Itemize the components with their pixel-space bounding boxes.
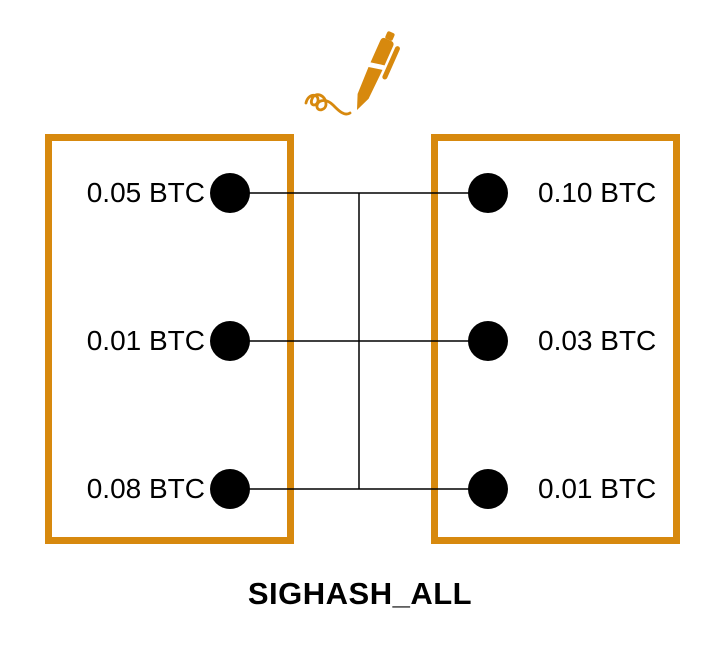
amount-label: 0.01 BTC: [538, 473, 657, 504]
amount-label: 0.03 BTC: [538, 325, 657, 356]
amount-label: 0.08 BTC: [86, 473, 205, 504]
amount-label: 0.05 BTC: [86, 177, 205, 208]
pen-upper-body: [370, 37, 394, 66]
pen-signature-icon: [304, 31, 400, 116]
right-dots: [468, 173, 508, 509]
amount-label: 0.01 BTC: [86, 325, 205, 356]
pen-clip: [382, 46, 400, 80]
amount-label: 0.10 BTC: [538, 177, 657, 208]
dot: [210, 321, 250, 361]
pen-button: [385, 31, 395, 41]
signature-squiggle-icon: [304, 93, 352, 116]
connector-lines: [230, 192, 488, 490]
left-box: [45, 134, 294, 544]
dot: [210, 173, 250, 213]
dot: [210, 469, 250, 509]
right-box: [431, 134, 680, 544]
dot: [468, 321, 508, 361]
dot: [468, 469, 508, 509]
pen-lower-body: [357, 66, 383, 110]
dot: [468, 173, 508, 213]
diagram-caption: SIGHASH_ALL: [247, 576, 473, 611]
left-dots: [210, 173, 250, 509]
